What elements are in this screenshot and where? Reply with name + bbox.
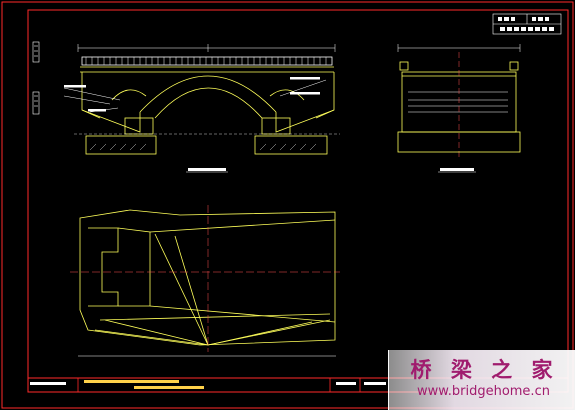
main-arch-intrados — [154, 87, 263, 119]
plan-view — [70, 205, 340, 357]
inner-frame — [27, 9, 569, 393]
left-foundation — [85, 135, 157, 155]
watermark-title: 桥 梁 之 家 — [410, 357, 559, 382]
right-foundation — [254, 135, 328, 155]
watermark-logo: 桥 梁 之 家 www.bridgehome.cn — [388, 350, 575, 410]
railing — [81, 56, 333, 66]
watermark-url: www.bridgehome.cn — [417, 384, 550, 399]
main-arch-extrados — [139, 75, 277, 113]
arch-bridge-elevation — [63, 44, 340, 173]
elevation-caption — [188, 168, 226, 171]
binding-margin-labels — [32, 41, 40, 115]
sheet-number-table — [492, 13, 562, 35]
side-section-view — [397, 44, 521, 173]
